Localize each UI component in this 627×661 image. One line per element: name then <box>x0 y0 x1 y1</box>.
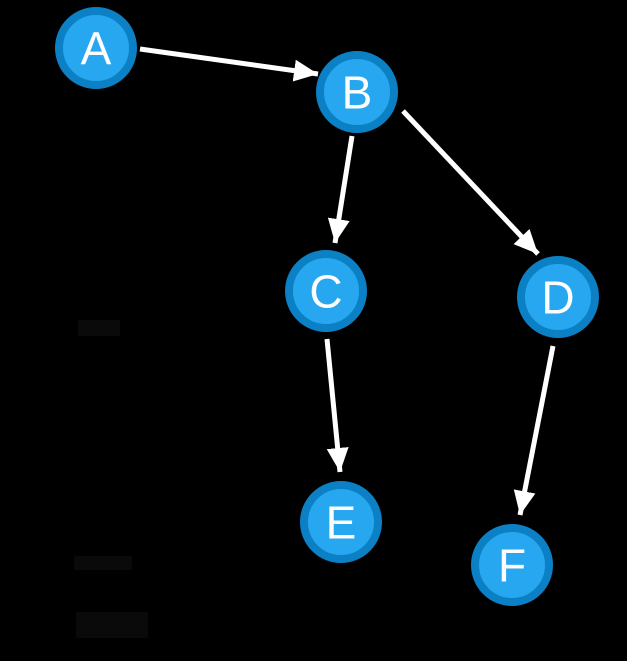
edge-B-D <box>401 109 540 256</box>
node-A[interactable]: A <box>55 7 137 89</box>
node-B[interactable]: B <box>316 51 398 133</box>
node-circle-B[interactable] <box>316 51 398 133</box>
background-smudge <box>74 556 132 570</box>
node-circle-F[interactable] <box>471 524 553 606</box>
node-circle-E[interactable] <box>300 481 382 563</box>
edge-B-C <box>327 135 355 244</box>
background-smudge <box>78 320 120 336</box>
node-C[interactable]: C <box>285 250 367 332</box>
node-circle-A[interactable] <box>55 7 137 89</box>
edge-C-E <box>324 338 349 473</box>
node-E[interactable]: E <box>300 481 382 563</box>
edge-D-F <box>513 345 556 516</box>
node-D[interactable]: D <box>517 256 599 338</box>
node-F[interactable]: F <box>471 524 553 606</box>
background-smudge <box>76 612 148 638</box>
node-circle-D[interactable] <box>517 256 599 338</box>
edge-A-B <box>139 46 319 82</box>
node-circle-C[interactable] <box>285 250 367 332</box>
